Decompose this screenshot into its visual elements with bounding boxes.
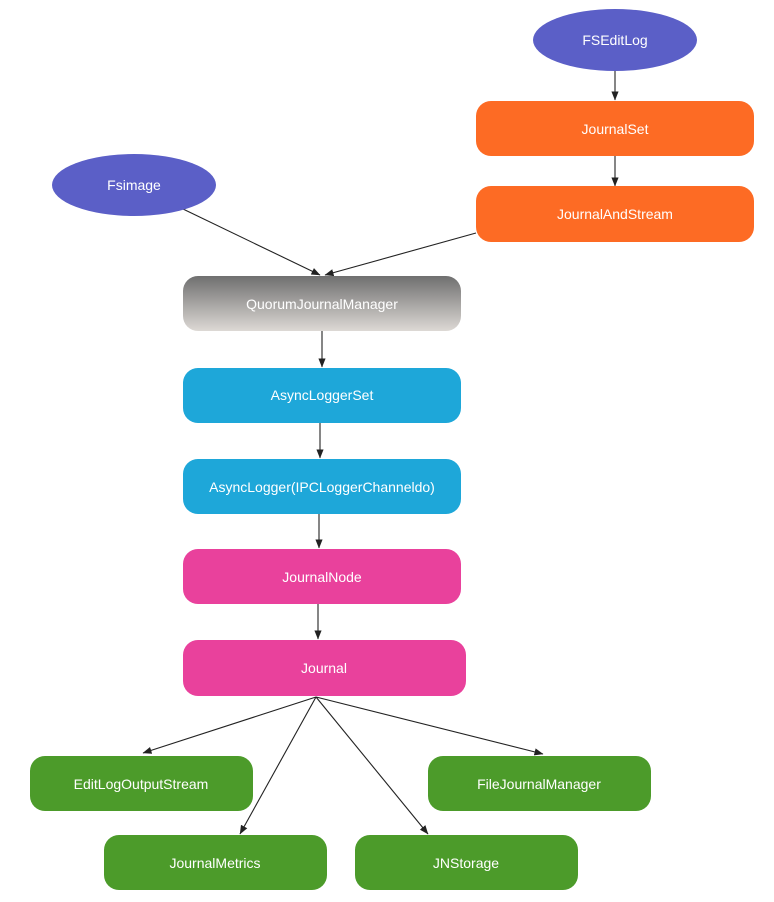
node-journalnode: JournalNode bbox=[183, 549, 461, 604]
node-journalset: JournalSet bbox=[476, 101, 754, 156]
node-journalmetrics-shape bbox=[104, 835, 327, 890]
nodes: FSEditLog JournalSet JournalAndStream Fs… bbox=[30, 9, 754, 890]
node-filejournalmanager-label: FileJournalManager bbox=[477, 776, 601, 792]
node-journal-label: Journal bbox=[301, 660, 347, 676]
node-journalnode-label: JournalNode bbox=[282, 569, 362, 585]
node-quorumjournalmanager: QuorumJournalManager bbox=[183, 276, 461, 331]
node-fseditlog: FSEditLog bbox=[533, 9, 697, 71]
node-asyncloggerset-shape bbox=[183, 368, 461, 423]
node-journalset-label: JournalSet bbox=[582, 121, 649, 137]
node-quorumjournalmanager-label: QuorumJournalManager bbox=[246, 296, 398, 312]
node-fsimage-shape bbox=[52, 154, 216, 216]
node-editlogoutputstream-label: EditLogOutputStream bbox=[74, 776, 209, 792]
node-filejournalmanager-shape bbox=[428, 756, 651, 811]
node-jnstorage-label: JNStorage bbox=[433, 855, 499, 871]
node-quorumjournalmanager-shape bbox=[183, 276, 461, 331]
node-journalandstream-label: JournalAndStream bbox=[557, 206, 673, 222]
node-asynclogger-label: AsyncLogger(IPCLoggerChanneldo) bbox=[209, 479, 435, 495]
node-jnstorage-shape bbox=[355, 835, 578, 890]
node-editlogoutputstream-shape bbox=[30, 756, 253, 811]
node-journalnode-shape bbox=[183, 549, 461, 604]
node-journal-shape bbox=[183, 640, 466, 696]
node-journalandstream-shape bbox=[476, 186, 754, 242]
node-filejournalmanager: FileJournalManager bbox=[428, 756, 651, 811]
edge-journal-jnstorage bbox=[315, 696, 429, 835]
edge-journal-editlogoutputstream bbox=[142, 696, 317, 754]
edge-journal-filejournalmanager bbox=[315, 696, 544, 756]
node-journalmetrics-label: JournalMetrics bbox=[169, 855, 260, 871]
edge-journalandstream-quorumjournalmanager bbox=[324, 232, 477, 277]
node-fseditlog-shape bbox=[533, 9, 697, 71]
node-journalandstream: JournalAndStream bbox=[476, 186, 754, 242]
node-editlogoutputstream: EditLogOutputStream bbox=[30, 756, 253, 811]
node-jnstorage: JNStorage bbox=[355, 835, 578, 890]
edge-journal-journalmetrics bbox=[239, 696, 317, 835]
edges bbox=[142, 71, 619, 835]
node-fseditlog-label: FSEditLog bbox=[582, 32, 647, 48]
node-asynclogger: AsyncLogger(IPCLoggerChanneldo) bbox=[183, 459, 461, 514]
node-journal: Journal bbox=[183, 640, 466, 696]
node-asyncloggerset: AsyncLoggerSet bbox=[183, 368, 461, 423]
node-journalset-shape bbox=[476, 101, 754, 156]
node-fsimage-label: Fsimage bbox=[107, 177, 161, 193]
node-asyncloggerset-label: AsyncLoggerSet bbox=[271, 387, 374, 403]
node-asynclogger-shape bbox=[183, 459, 461, 514]
node-fsimage: Fsimage bbox=[52, 154, 216, 216]
node-journalmetrics: JournalMetrics bbox=[104, 835, 327, 890]
edge-fsimage-quorumjournalmanager bbox=[182, 208, 321, 276]
